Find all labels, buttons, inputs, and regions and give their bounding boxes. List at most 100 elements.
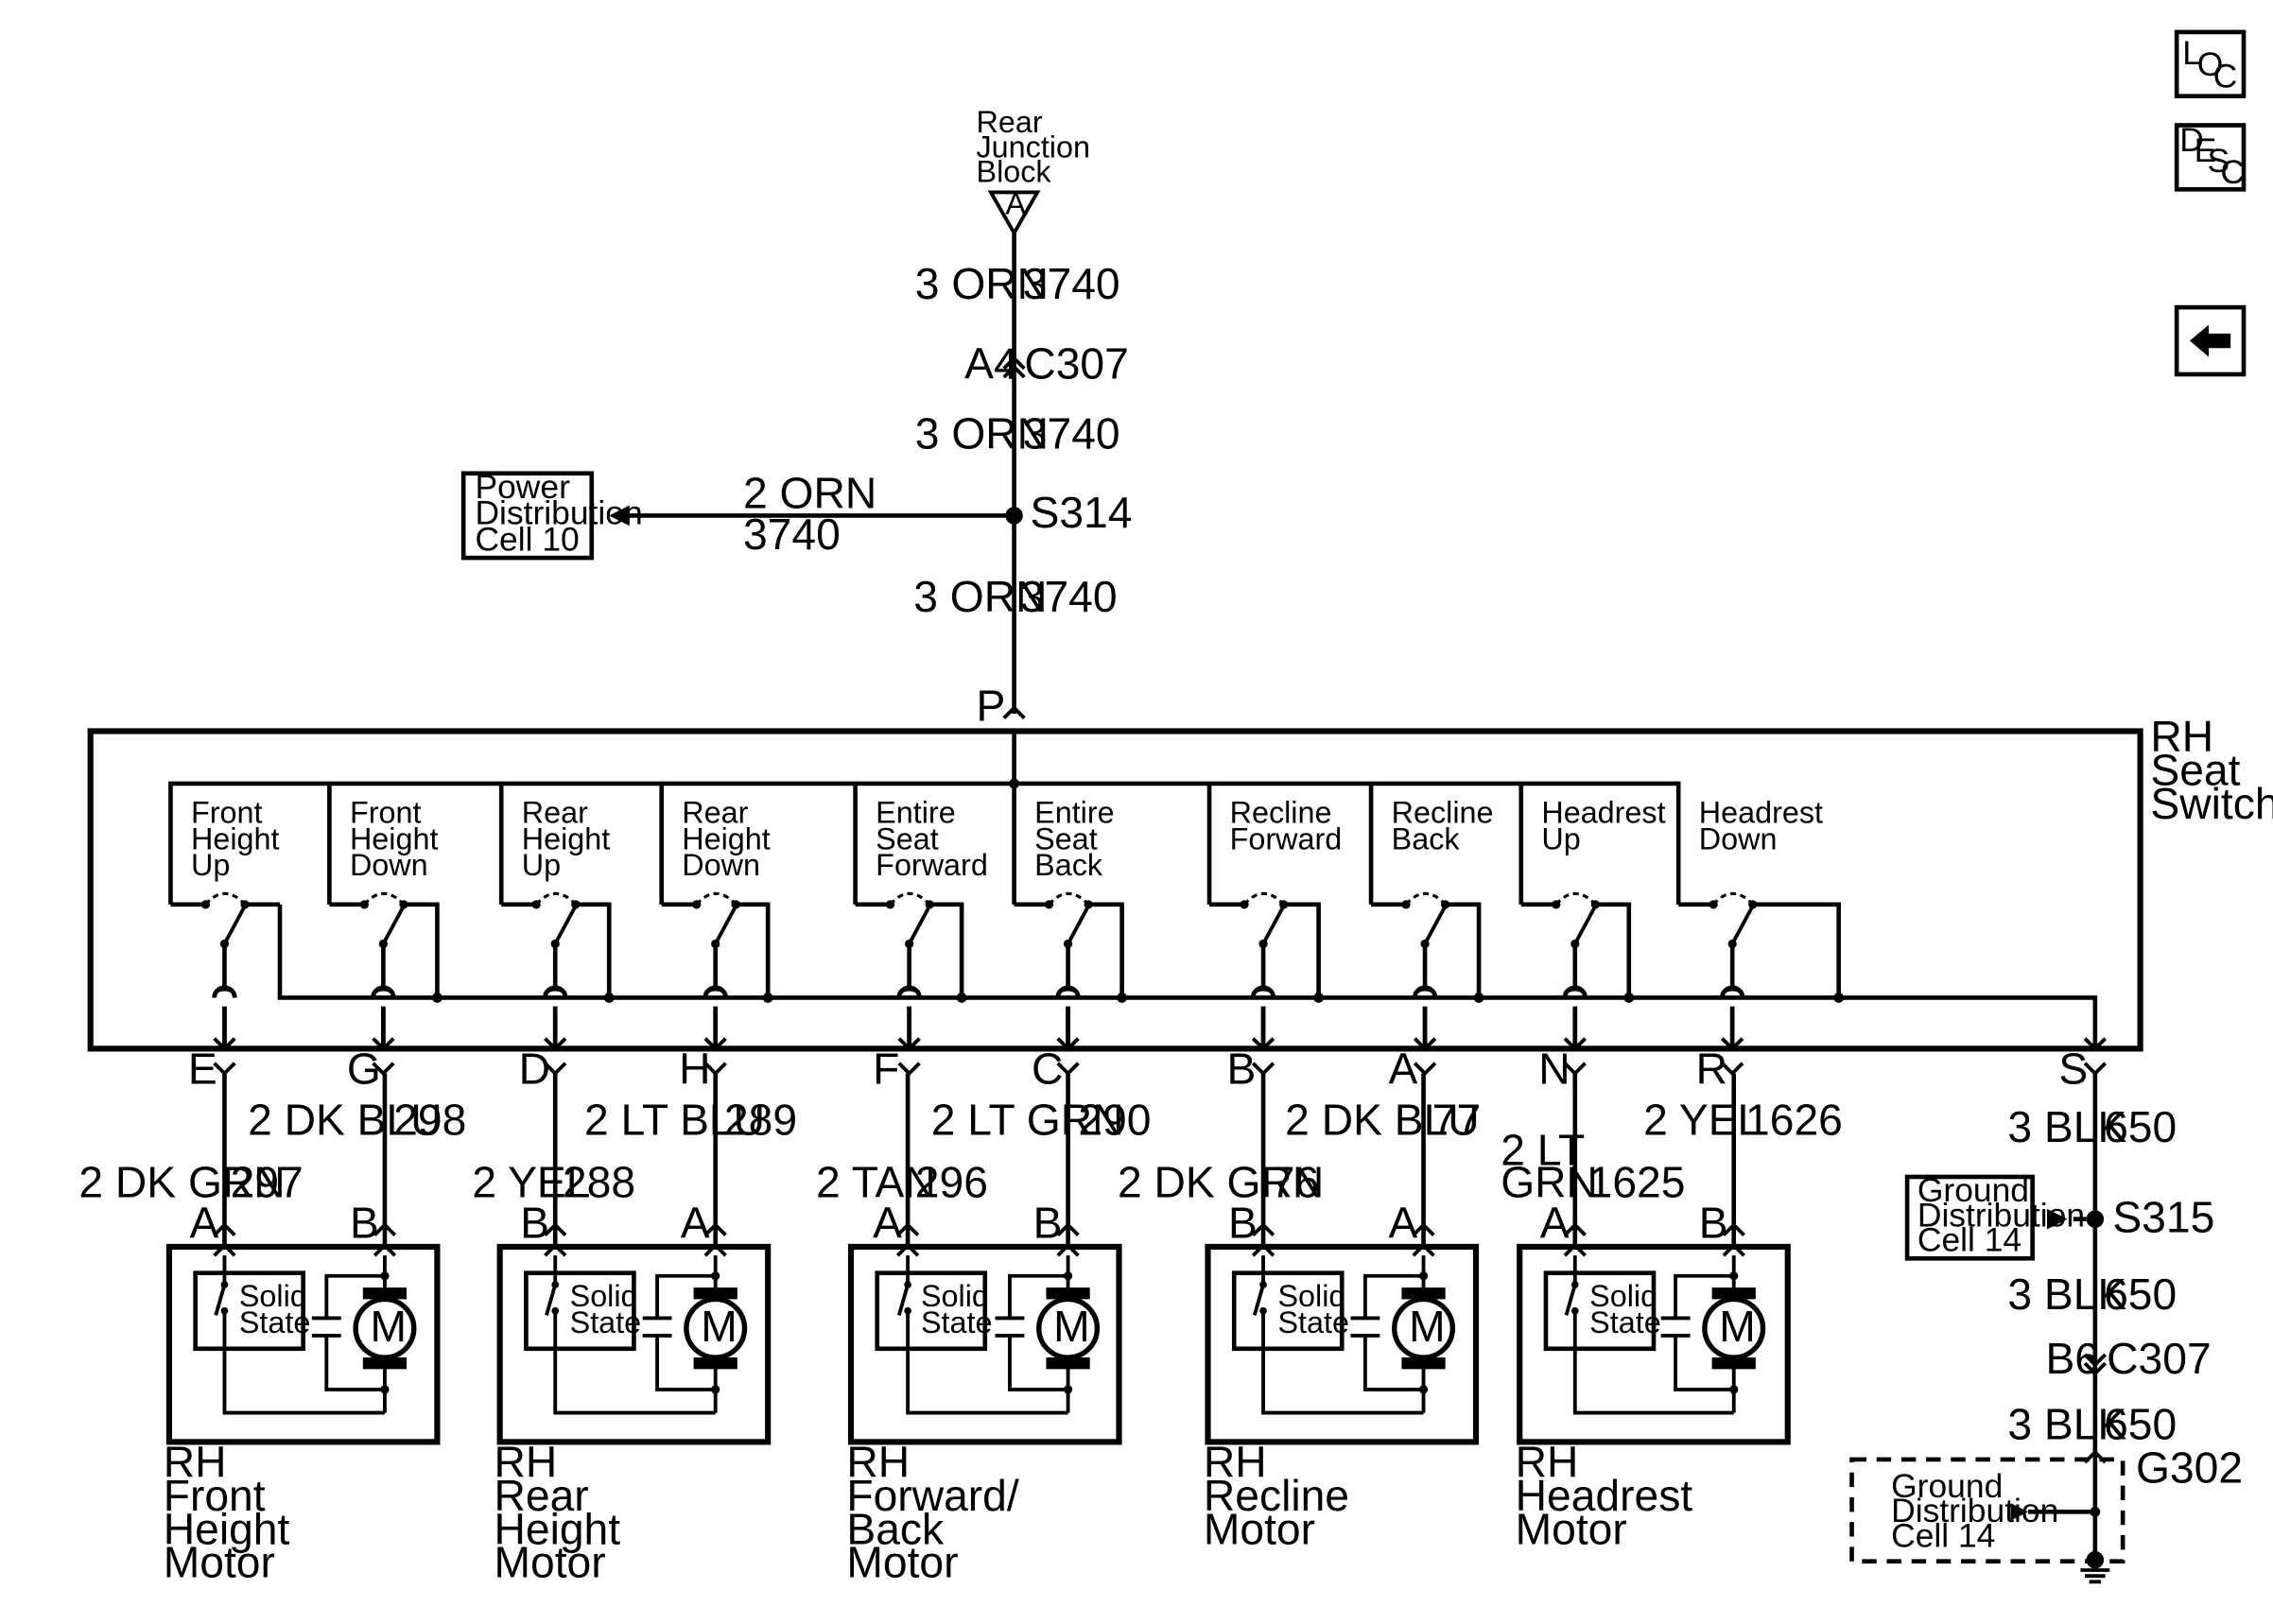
pd-label-1: Power xyxy=(475,468,570,506)
circuit-label: 298 xyxy=(393,1095,466,1144)
wire-size-label: 2 ORN xyxy=(743,469,876,518)
switch-section-label: Back xyxy=(1392,821,1461,855)
connector-pin-s: S xyxy=(2058,1044,2088,1093)
motor-pin: B xyxy=(350,1199,379,1248)
circuit-label: 650 xyxy=(2104,1102,2177,1151)
rh-seat-switch[interactable] xyxy=(87,728,2143,1052)
left-arrow-icon xyxy=(2190,324,2231,357)
wire-size-label: 3 BLK xyxy=(2007,1270,2126,1319)
rear-junction-block[interactable]: Rear Junction Block A xyxy=(977,105,1090,237)
circuit-label: 297 xyxy=(231,1158,304,1207)
wire-size-label: GRN xyxy=(1501,1158,1598,1207)
motor-pin: B xyxy=(1699,1199,1728,1248)
circuit-label: 1626 xyxy=(1745,1095,1843,1144)
wire-size-label: 2 LT BLU xyxy=(584,1095,765,1144)
switch-name-3: Switch xyxy=(2150,779,2273,828)
solid-state-label: State xyxy=(1589,1305,1661,1339)
solid-state-label: Solid xyxy=(1589,1279,1657,1313)
switch-section-label: Headrest xyxy=(1699,796,1823,830)
motor-icon: M xyxy=(1719,1302,1756,1351)
gd2-label-3: Cell 14 xyxy=(1891,1516,1995,1554)
switch-section-label: Down xyxy=(350,848,428,882)
wire-size-label: 2 TAN xyxy=(816,1158,936,1207)
connector-c307-top[interactable]: A4 C307 xyxy=(964,339,1129,389)
rjb-label-3: Block xyxy=(977,155,1052,189)
switch-section-label: Front xyxy=(191,796,263,830)
splice-s315[interactable] xyxy=(2086,1210,2105,1228)
arrow-right-icon xyxy=(2047,1208,2068,1230)
wire-size-label: 2 LT GRN xyxy=(931,1095,1124,1144)
loc-button[interactable]: L O C xyxy=(2174,29,2247,99)
ground-g302-label: G302 xyxy=(2136,1443,2243,1493)
connector-pin: G xyxy=(347,1044,381,1093)
connector-pin: C xyxy=(1032,1044,1063,1093)
back-button[interactable] xyxy=(2174,304,2247,377)
motor-name: Recline xyxy=(1204,1471,1349,1520)
connector-pin: D xyxy=(519,1044,550,1093)
power-distribution-cell10[interactable]: Power Distribution Cell 10 xyxy=(460,468,643,561)
wire-size-label: 2 DK GRN xyxy=(78,1158,285,1207)
switch-section-label: Entire xyxy=(876,796,956,830)
switch-section-label: Seat xyxy=(876,821,939,855)
switch-section-label: Height xyxy=(522,821,611,855)
arrow-right-icon xyxy=(2010,1503,2028,1521)
desc-button[interactable]: D E S C xyxy=(2174,121,2247,192)
switch-section-label: Recline xyxy=(1392,796,1494,830)
connector-pin: A xyxy=(1389,1044,1418,1093)
solid-state-label: Solid xyxy=(1277,1279,1345,1313)
motor-pin: A xyxy=(1540,1199,1570,1248)
solid-state-label: Solid xyxy=(921,1279,989,1313)
wire-size-label: 3 BLK xyxy=(2007,1399,2126,1448)
connector-c307-ground[interactable]: B6 C307 xyxy=(2045,1334,2211,1383)
motor-pin: B xyxy=(520,1199,549,1248)
ground-distribution-cell14-a[interactable]: Ground Distribution Cell 14 xyxy=(1904,1171,2085,1261)
motor-name: Motor xyxy=(1516,1504,1627,1553)
motor-icon: M xyxy=(371,1302,408,1351)
circuit-label: 3740 xyxy=(1020,572,1118,621)
ground-g302-box[interactable] xyxy=(1849,1457,2126,1564)
wire-size-label: 2 DK BLU xyxy=(248,1095,442,1144)
motor-name: Front xyxy=(164,1471,266,1520)
wire-size-label: 2 YEL xyxy=(1643,1095,1761,1144)
arrow-left-icon xyxy=(609,505,630,527)
connector-pin-p: P xyxy=(977,682,1006,731)
motor-name: Height xyxy=(164,1504,290,1553)
desc-letter-d: D xyxy=(2179,121,2204,159)
motor-name: RH xyxy=(846,1437,910,1486)
connector-pin: N xyxy=(1538,1044,1570,1093)
switch-name-2: Seat xyxy=(2150,745,2240,794)
loc-letter-l: L xyxy=(2182,34,2201,72)
connector-name: C307 xyxy=(1024,339,1128,389)
switch-section-label: Up xyxy=(522,848,561,882)
switch-section-label: Entire xyxy=(1034,796,1115,830)
motor-icon: M xyxy=(701,1302,737,1351)
circuit-label: 1625 xyxy=(1588,1158,1686,1207)
motor-name: Headrest xyxy=(1516,1471,1693,1520)
connector-pin: A4 xyxy=(964,339,1018,389)
pd-label-3: Cell 10 xyxy=(475,520,579,558)
connector-pin: R xyxy=(1696,1044,1727,1093)
solid-state-label: State xyxy=(570,1305,642,1339)
splice-s314[interactable] xyxy=(1005,507,1023,525)
solid-state-label: State xyxy=(921,1305,993,1339)
motor-name: Back xyxy=(846,1504,945,1553)
motor-name: RH xyxy=(1204,1437,1267,1486)
motor-pin: B xyxy=(1228,1199,1258,1248)
